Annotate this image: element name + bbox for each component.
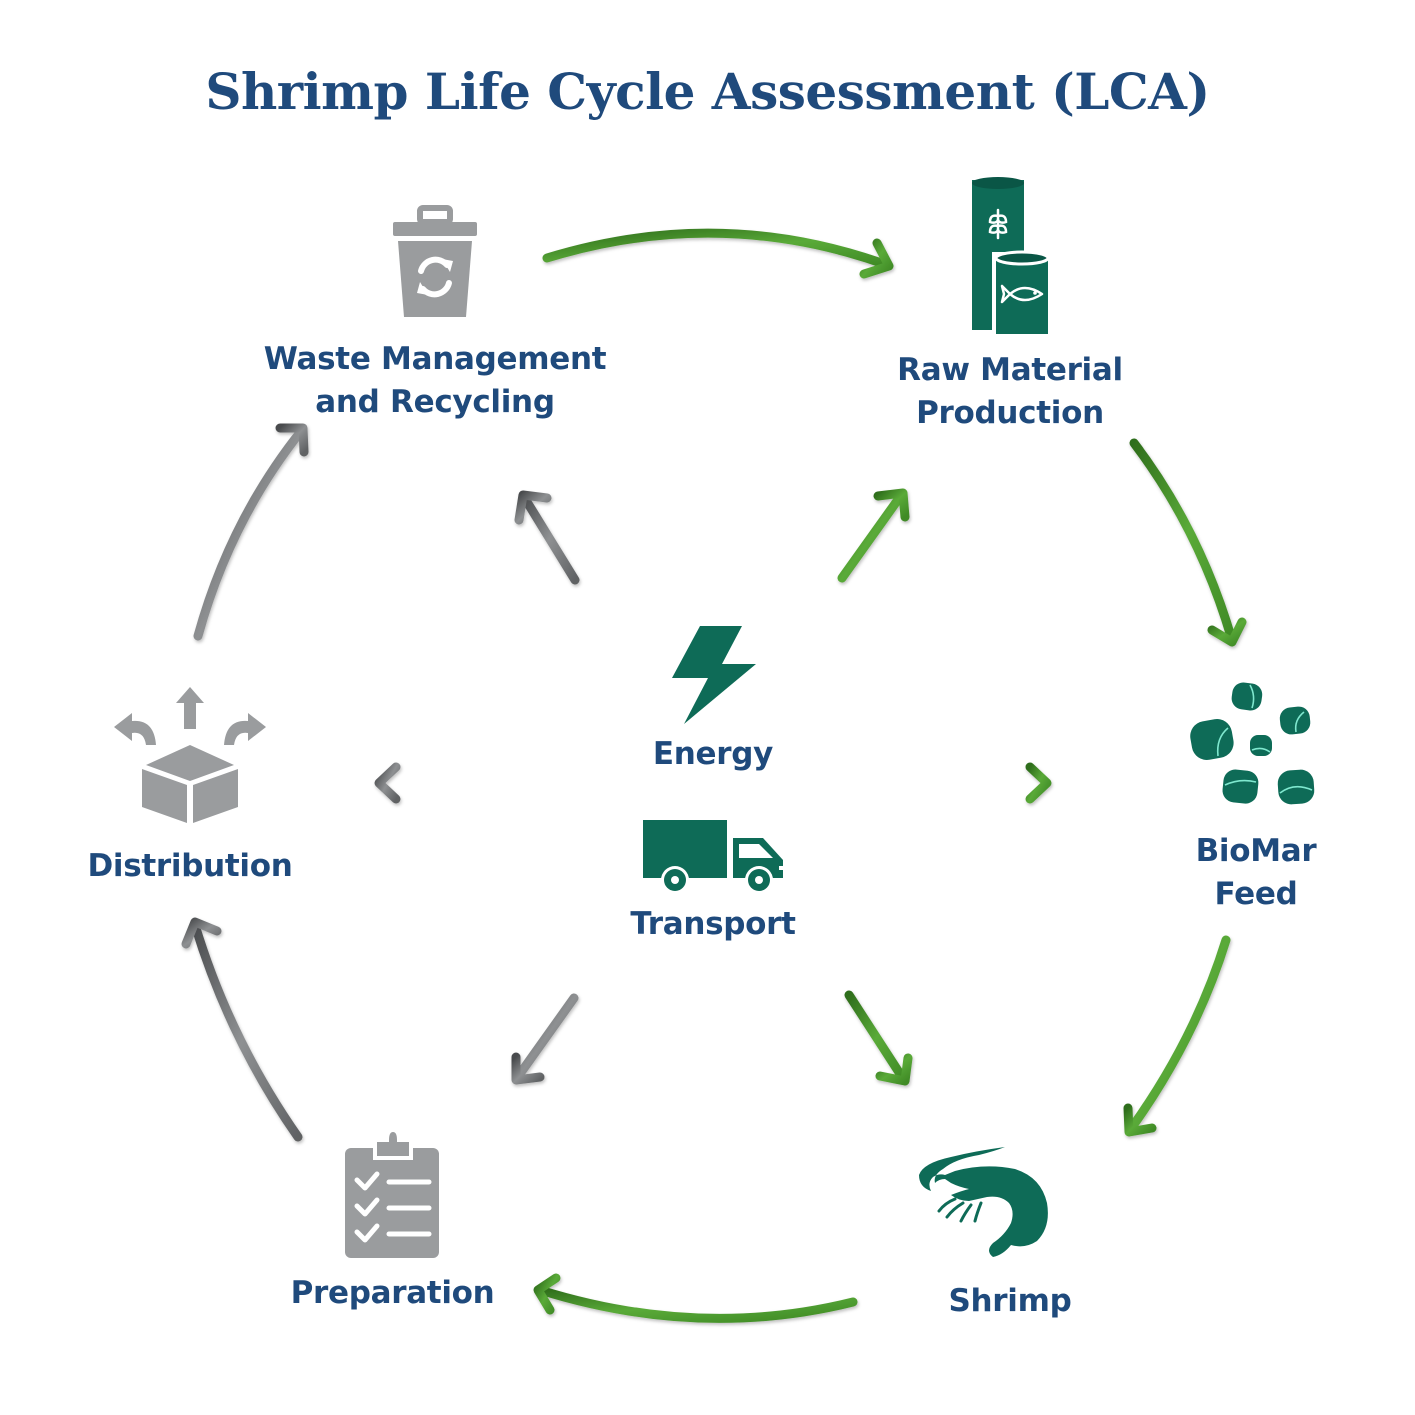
arrow-center-to-feed — [941, 762, 1052, 804]
arrow-center-to-preparation — [511, 993, 579, 1085]
arrow-shaft — [1129, 438, 1237, 645]
stage-label-waste-management: Waste Management and Recycling — [263, 341, 607, 420]
feed-ingredients-cans-icon — [970, 176, 1052, 336]
arrow-head — [859, 238, 894, 279]
arrow-head — [533, 1273, 561, 1315]
arrow-waste-to-raw-material — [542, 228, 894, 279]
stage-label-shrimp: Shrimp — [948, 1283, 1072, 1319]
center-label-transport: Transport — [630, 906, 796, 942]
center-label-energy: Energy — [652, 736, 774, 772]
arrow-shaft — [193, 425, 307, 641]
arrow-center-to-shrimp — [844, 990, 913, 1086]
arrow-head — [275, 423, 309, 457]
arrow-center-to-waste — [514, 490, 580, 585]
arrow-shaft — [519, 492, 580, 585]
stage-label-biomar-feed: BioMar Feed — [1195, 833, 1317, 912]
arrow-head — [374, 762, 401, 804]
clipboard-checklist-icon — [343, 1128, 443, 1260]
stage-label-preparation: Preparation — [290, 1275, 495, 1311]
arrow-shaft — [844, 990, 909, 1085]
arrow-feed-to-shrimp — [1123, 935, 1231, 1137]
arrow-center-to-distribution — [374, 762, 485, 804]
arrow-preparation-to-distribution — [181, 917, 303, 1142]
arrow-distribution-to-waste — [193, 423, 309, 641]
truck-icon — [641, 818, 787, 896]
arrow-shaft — [535, 1285, 858, 1323]
arrow-shaft — [837, 489, 907, 583]
arrow-shaft — [1125, 935, 1231, 1135]
arrow-head — [873, 488, 910, 522]
arrow-head — [1025, 762, 1052, 804]
shrimp-icon — [915, 1145, 1055, 1260]
arrow-shrimp-to-preparation — [533, 1273, 858, 1323]
stage-label-distribution: Distribution — [87, 848, 293, 884]
arrow-head — [511, 1052, 545, 1085]
arrow-shaft — [190, 920, 303, 1142]
arrow-shaft — [512, 993, 579, 1083]
arrow-center-to-raw-material — [837, 488, 910, 583]
arrow-head — [181, 917, 222, 949]
box-distribution-icon — [110, 685, 270, 825]
arrow-shaft — [542, 228, 892, 270]
arrow-head — [875, 1053, 913, 1086]
arrow-raw-material-to-feed — [1129, 438, 1247, 647]
arrow-head — [1123, 1103, 1157, 1137]
lightning-bolt-icon — [668, 624, 758, 724]
recycle-bin-icon — [390, 205, 480, 320]
arrow-head — [514, 490, 552, 525]
diagram-title: Shrimp Life Cycle Assessment (LCA) — [205, 62, 1210, 121]
arrow-head — [1207, 617, 1247, 647]
stage-label-raw-material: Raw Material Production — [897, 352, 1123, 431]
feed-pellets-icon — [1188, 680, 1318, 810]
